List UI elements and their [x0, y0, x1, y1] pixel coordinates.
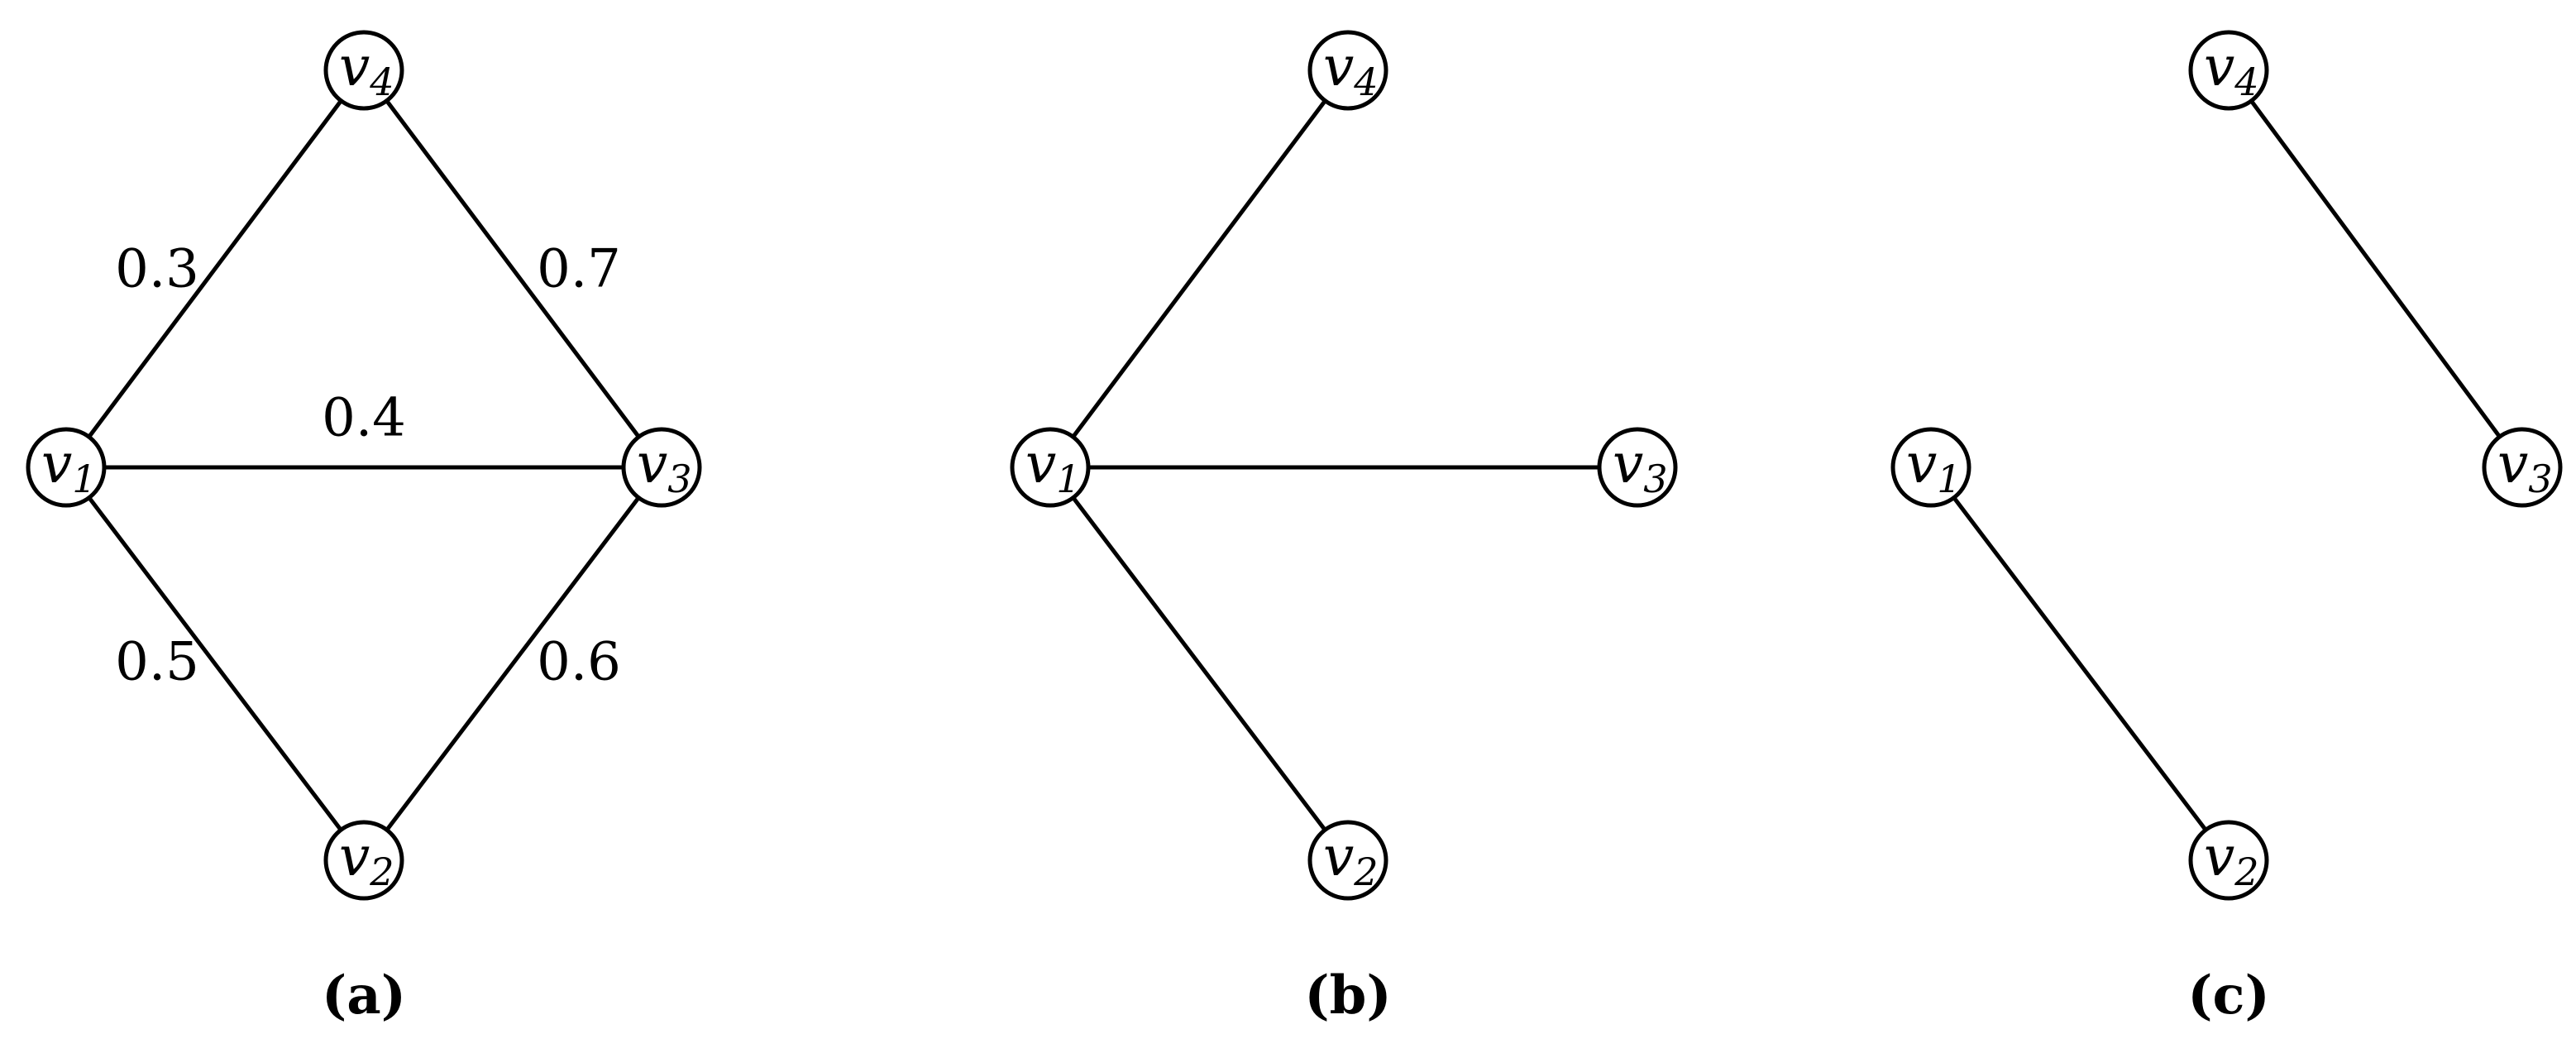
node-circle — [1010, 427, 1091, 508]
node-subscript: 3 — [2528, 457, 2552, 501]
node-subscript: 4 — [369, 60, 394, 104]
node-variable: v — [1323, 825, 1354, 888]
node-label: v2 — [1323, 825, 1379, 894]
node-circle — [2188, 30, 2269, 111]
node-label: v1 — [1906, 432, 1962, 501]
node-v4: v4 — [1307, 30, 1388, 111]
node-variable: v — [2497, 432, 2528, 495]
node-label: v1 — [1025, 432, 1081, 501]
node-label: v2 — [339, 825, 394, 894]
node-subscript: 2 — [369, 850, 394, 894]
edge-weight-label: 0.3 — [115, 239, 199, 300]
node-v1: v1 — [26, 427, 107, 508]
node-variable: v — [41, 432, 72, 495]
edge-v4-v3 — [2226, 68, 2525, 470]
node-v1: v1 — [1010, 427, 1091, 508]
node-subscript: 2 — [2234, 850, 2258, 894]
panel-label: (c) — [2187, 964, 2270, 1027]
node-circle — [2482, 427, 2563, 508]
node-subscript: 1 — [1937, 457, 1961, 501]
node-variable: v — [637, 432, 667, 495]
node-subscript: 4 — [1353, 60, 1378, 104]
node-label: v3 — [637, 432, 692, 501]
edge-v1-v2 — [1928, 465, 2231, 863]
panel-label: (b) — [1304, 964, 1391, 1027]
edge-weight-label: 0.5 — [115, 632, 199, 693]
node-circle — [621, 427, 702, 508]
node-circle — [323, 820, 404, 901]
node-variable: v — [339, 35, 370, 98]
node-subscript: 1 — [72, 457, 96, 501]
edge-v1-v4 — [64, 68, 366, 470]
node-v2: v2 — [2188, 820, 2269, 901]
node-circle — [323, 30, 404, 111]
node-subscript: 3 — [1643, 457, 1667, 501]
node-v2: v2 — [1307, 820, 1388, 901]
edge-v1-v4 — [1048, 68, 1350, 470]
node-v4: v4 — [323, 30, 404, 111]
node-variable: v — [1025, 432, 1056, 495]
node-variable: v — [2204, 825, 2234, 888]
edge-weight-label: 0.4 — [322, 388, 406, 449]
node-circle — [1597, 427, 1678, 508]
node-label: v3 — [1613, 432, 1668, 501]
node-variable: v — [1906, 432, 1937, 495]
node-circle — [1890, 427, 1971, 508]
panel-label: (a) — [322, 964, 406, 1027]
node-subscript: 1 — [1056, 457, 1080, 501]
node-subscript: 4 — [2234, 60, 2258, 104]
node-v3: v3 — [1597, 427, 1678, 508]
node-label: v1 — [41, 432, 97, 501]
node-label: v4 — [339, 35, 394, 104]
node-variable: v — [339, 825, 370, 888]
node-circle — [1307, 820, 1388, 901]
node-v3: v3 — [2482, 427, 2563, 508]
node-variable: v — [2204, 35, 2234, 98]
edge-v4-v3 — [361, 68, 664, 470]
node-v3: v3 — [621, 427, 702, 508]
edge-weight-label: 0.7 — [537, 239, 621, 300]
node-label: v4 — [2204, 35, 2259, 104]
node-circle — [1307, 30, 1388, 111]
node-variable: v — [1613, 432, 1643, 495]
node-subscript: 2 — [1353, 850, 1378, 894]
edge-v1-v2 — [64, 465, 366, 863]
edge-weight-label: 0.6 — [537, 632, 621, 693]
edge-v2-v3 — [361, 465, 664, 863]
node-v4: v4 — [2188, 30, 2269, 111]
node-variable: v — [1323, 35, 1354, 98]
node-label: v3 — [2497, 432, 2553, 501]
node-v2: v2 — [323, 820, 404, 901]
edge-v1-v2 — [1048, 465, 1350, 863]
node-v1: v1 — [1890, 427, 1971, 508]
node-label: v4 — [1323, 35, 1379, 104]
node-subscript: 3 — [667, 457, 691, 501]
node-circle — [2188, 820, 2269, 901]
node-label: v2 — [2204, 825, 2259, 894]
node-circle — [26, 427, 107, 508]
